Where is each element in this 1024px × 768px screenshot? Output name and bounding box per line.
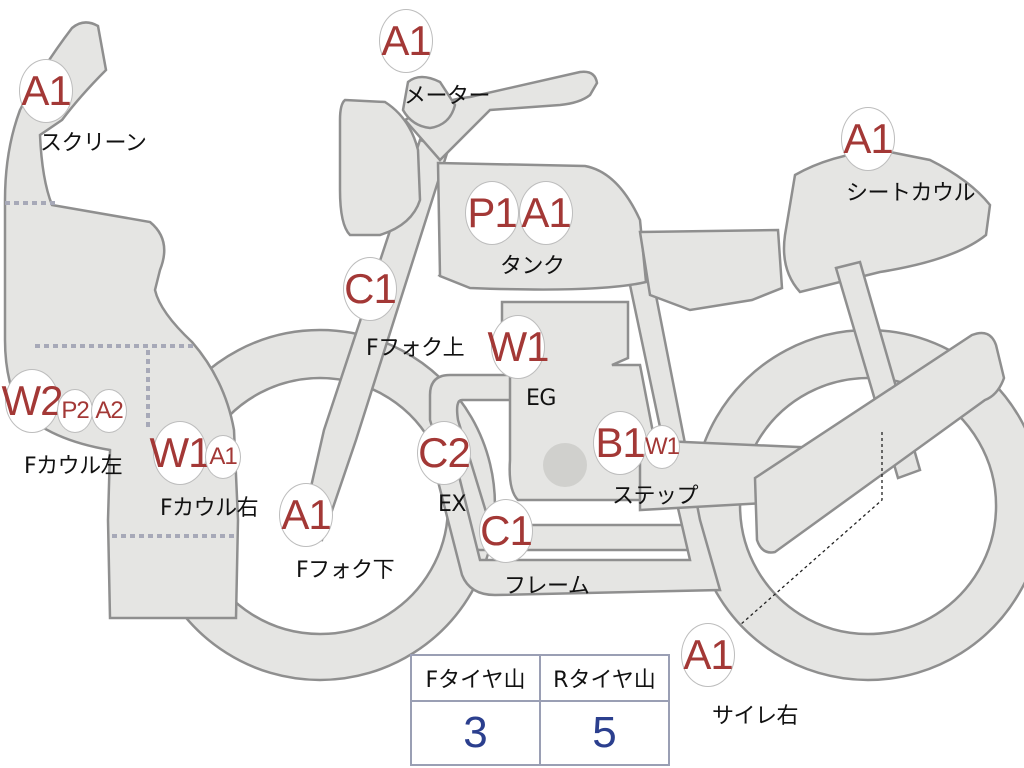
tire-tread-table: Fタイヤ山 Rタイヤ山 3 5 [410, 654, 670, 766]
seat-cowl-code-1: A1 [842, 108, 894, 170]
engine-label: EG [526, 386, 556, 411]
meter-unit [401, 75, 457, 130]
tire-tread-value-row: 3 5 [410, 700, 670, 766]
screen-code-1: A1 [20, 60, 72, 122]
screen-label: スクリーン [40, 131, 147, 156]
front-tire-tread-header: Fタイヤ山 [410, 654, 541, 702]
frame-code-1: C1 [480, 500, 533, 562]
silencer-leader [739, 432, 883, 626]
engine-cover [543, 443, 587, 487]
frame-label: フレーム [504, 574, 590, 599]
f-cowl-left-code-2: P2 [58, 390, 92, 432]
tank-code-2: A1 [520, 182, 572, 244]
tank-label: タンク [500, 254, 565, 279]
f-cowl-left-code-1: W2 [2, 370, 64, 432]
step-code-2: W1 [645, 426, 680, 468]
tank-code-1: P1 [466, 182, 518, 244]
rear-tire-tread-value: 5 [539, 700, 670, 766]
f-cowl-left-code-3: A2 [92, 390, 126, 432]
f-fork-upper-label: Fフォク上 [366, 336, 465, 361]
tire-tread-header-row: Fタイヤ山 Rタイヤ山 [410, 654, 670, 702]
f-cowl-right-code-2: A1 [206, 436, 240, 478]
silencer-right-label: サイレ右 [712, 704, 799, 729]
f-cowl-right-code-1: W1 [150, 422, 212, 484]
frame-rail [428, 238, 722, 597]
rear-wheel [691, 328, 1024, 682]
f-fork-lower-code-1: A1 [280, 484, 332, 546]
front-tire-tread-value: 3 [410, 700, 541, 766]
f-cowl-left-label: Fカウル左 [24, 454, 123, 479]
f-cowl-right-label: Fカウル右 [160, 496, 259, 521]
meter-code-1: A1 [380, 10, 432, 72]
exhaust-label: EX [438, 492, 466, 517]
rear-tire-tread-header: Rタイヤ山 [539, 654, 670, 702]
meter-label: メーター [404, 84, 491, 109]
f-fork-lower-label: Fフォク下 [296, 558, 395, 583]
silencer [753, 331, 1006, 554]
seat-cowl-label: シートカウル [846, 181, 976, 206]
f-fork-upper-code-1: C1 [344, 258, 397, 320]
step-code-1: B1 [594, 412, 646, 474]
seat [638, 228, 784, 312]
headlight [338, 98, 422, 237]
exhaust-code-1: C2 [418, 422, 471, 484]
seat-cowl-shape [782, 148, 992, 294]
engine-code-1: W1 [488, 316, 550, 378]
step-label: ステップ [612, 484, 699, 509]
silencer-right-code-1: A1 [682, 624, 734, 686]
